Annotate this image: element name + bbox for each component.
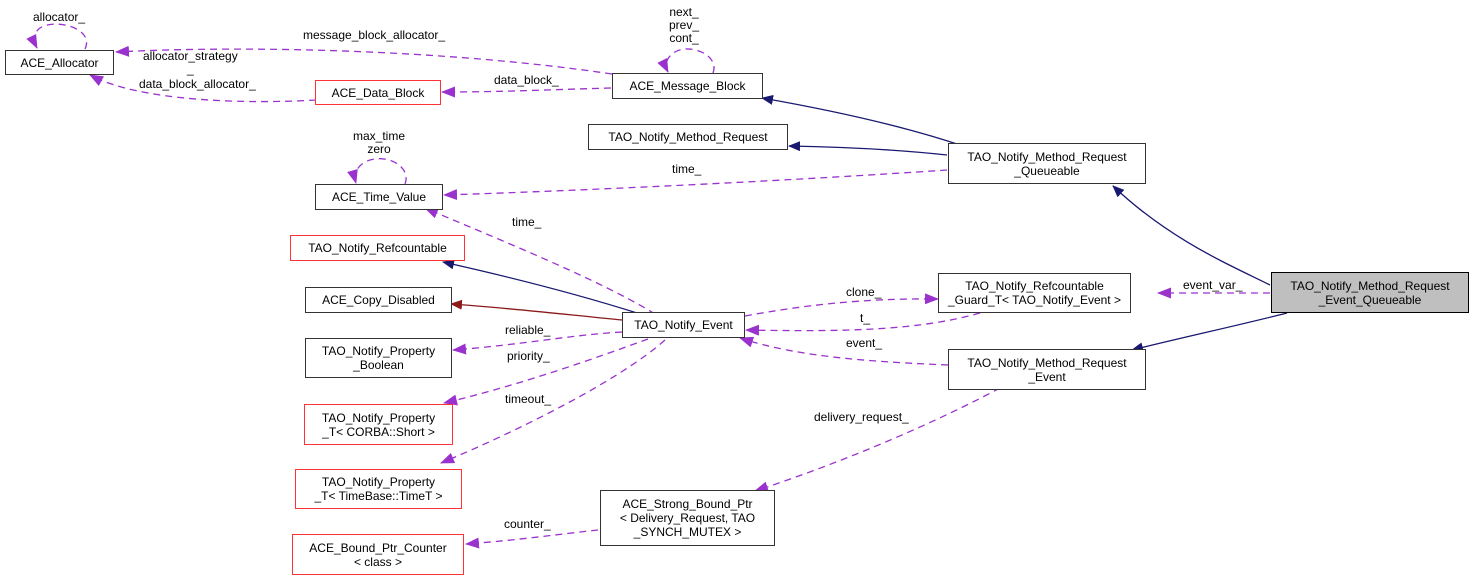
edge-t	[745, 312, 981, 336]
node-tao-notify-method-request-event-queueable[interactable]: TAO_Notify_Method_Request _Event_Queueab…	[1271, 272, 1469, 313]
node-ace-strong-bound-ptr[interactable]: ACE_Strong_Bound_Ptr < Delivery_Request,…	[600, 490, 775, 546]
label-time-event: time_	[512, 215, 542, 229]
node-ace-message-block[interactable]: ACE_Message_Block	[612, 73, 763, 99]
edge-inherit-message-block	[761, 94, 961, 146]
edge-delivery-request	[754, 387, 1001, 493]
label-message-block-self: next_ prev_ cont_	[669, 5, 700, 45]
node-tao-notify-method-request-event[interactable]: TAO_Notify_Method_Request _Event	[948, 349, 1146, 390]
edge-message-block-allocator	[115, 45, 613, 75]
label-reliable: reliable_	[505, 323, 551, 337]
label-allocator-strategy: allocator_strategy _	[143, 49, 238, 76]
node-ace-copy-disabled[interactable]: ACE_Copy_Disabled	[305, 287, 452, 313]
label-clone: clone_	[846, 285, 882, 299]
node-tao-notify-refcountable-guard[interactable]: TAO_Notify_Refcountable _Guard_T< TAO_No…	[938, 273, 1131, 313]
edge-inherit-copy-disabled	[450, 299, 623, 321]
label-time-value-self: max_time zero	[353, 129, 406, 156]
node-tao-notify-event[interactable]: TAO_Notify_Event	[622, 312, 745, 338]
node-ace-time-value[interactable]: ACE_Time_Value	[315, 184, 443, 210]
edge-inherit-refcountable	[442, 259, 638, 314]
edge-event	[739, 336, 949, 366]
edge-inherit-method-request-event	[1131, 312, 1288, 353]
node-ace-bound-ptr-counter[interactable]: ACE_Bound_Ptr_Counter < class >	[292, 534, 464, 575]
node-tao-notify-property-boolean[interactable]: TAO_Notify_Property _Boolean	[305, 338, 452, 378]
edge-priority	[443, 338, 649, 406]
node-tao-notify-refcountable[interactable]: TAO_Notify_Refcountable	[290, 235, 465, 261]
label-message-block-allocator: message_block_allocator_	[303, 28, 446, 42]
node-ace-allocator[interactable]: ACE_Allocator	[5, 50, 114, 75]
node-tao-notify-property-timet[interactable]: TAO_Notify_Property _T< TimeBase::TimeT …	[295, 469, 462, 509]
edge-inherit-method-request	[788, 141, 948, 156]
label-priority: priority_	[507, 349, 550, 363]
label-delivery-request: delivery_request_	[814, 410, 909, 424]
node-tao-notify-method-request[interactable]: TAO_Notify_Method_Request	[588, 124, 788, 150]
edge-data-block-allocator	[89, 74, 317, 103]
edge-counter	[465, 529, 599, 549]
label-event: event_	[846, 336, 883, 350]
label-counter: counter_	[504, 517, 551, 531]
edge-timeout	[440, 339, 666, 464]
label-data-block: data_block_	[494, 73, 559, 87]
label-event-var: event_var_	[1183, 278, 1243, 292]
edge-reliable	[452, 331, 623, 355]
label-allocator-self: allocator_	[33, 10, 86, 24]
edge-inherit-queueable	[1112, 185, 1271, 286]
label-data-block-allocator: data_block_allocator_	[139, 77, 256, 91]
edge-data-block	[441, 86, 612, 98]
node-tao-notify-property-short[interactable]: TAO_Notify_Property _T< CORBA::Short >	[304, 404, 453, 445]
edge-time-value-self	[347, 158, 407, 185]
node-ace-data-block[interactable]: ACE_Data_Block	[315, 80, 441, 105]
edge-message-block-self	[657, 48, 715, 74]
label-t: t_	[860, 311, 871, 325]
label-timeout: timeout_	[505, 392, 552, 406]
edge-allocator-self	[26, 23, 88, 50]
node-tao-notify-method-request-queueable[interactable]: TAO_Notify_Method_Request _Queueable	[948, 143, 1146, 184]
label-time-queueable: time_	[672, 162, 702, 176]
edge-time-event	[424, 207, 656, 315]
edge-clone	[744, 293, 939, 317]
edge-time-queueable	[443, 169, 948, 201]
